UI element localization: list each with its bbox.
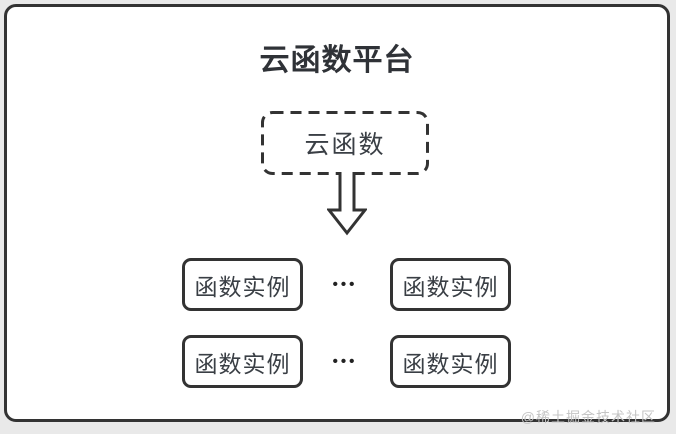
function-instance-node: 函数实例 xyxy=(182,258,303,311)
diagram-title: 云函数平台 xyxy=(259,44,415,77)
canvas-frame: 云函数平台 云函数 函数实例 ••• 函数实例 函数实例 ••• 函数实例 @稀… xyxy=(4,4,670,425)
function-instance-node: 函数实例 xyxy=(390,335,511,388)
down-arrow-icon xyxy=(327,172,367,236)
cloud-function-node: 云函数 xyxy=(261,111,429,175)
ellipsis-dots: ••• xyxy=(332,276,358,293)
function-instance-node: 函数实例 xyxy=(390,258,511,311)
cloud-function-label: 云函数 xyxy=(304,131,386,159)
watermark: @稀土掘金技术社区 xyxy=(520,409,656,425)
function-instance-node: 函数实例 xyxy=(182,335,303,388)
ellipsis-dots: ••• xyxy=(332,353,358,370)
